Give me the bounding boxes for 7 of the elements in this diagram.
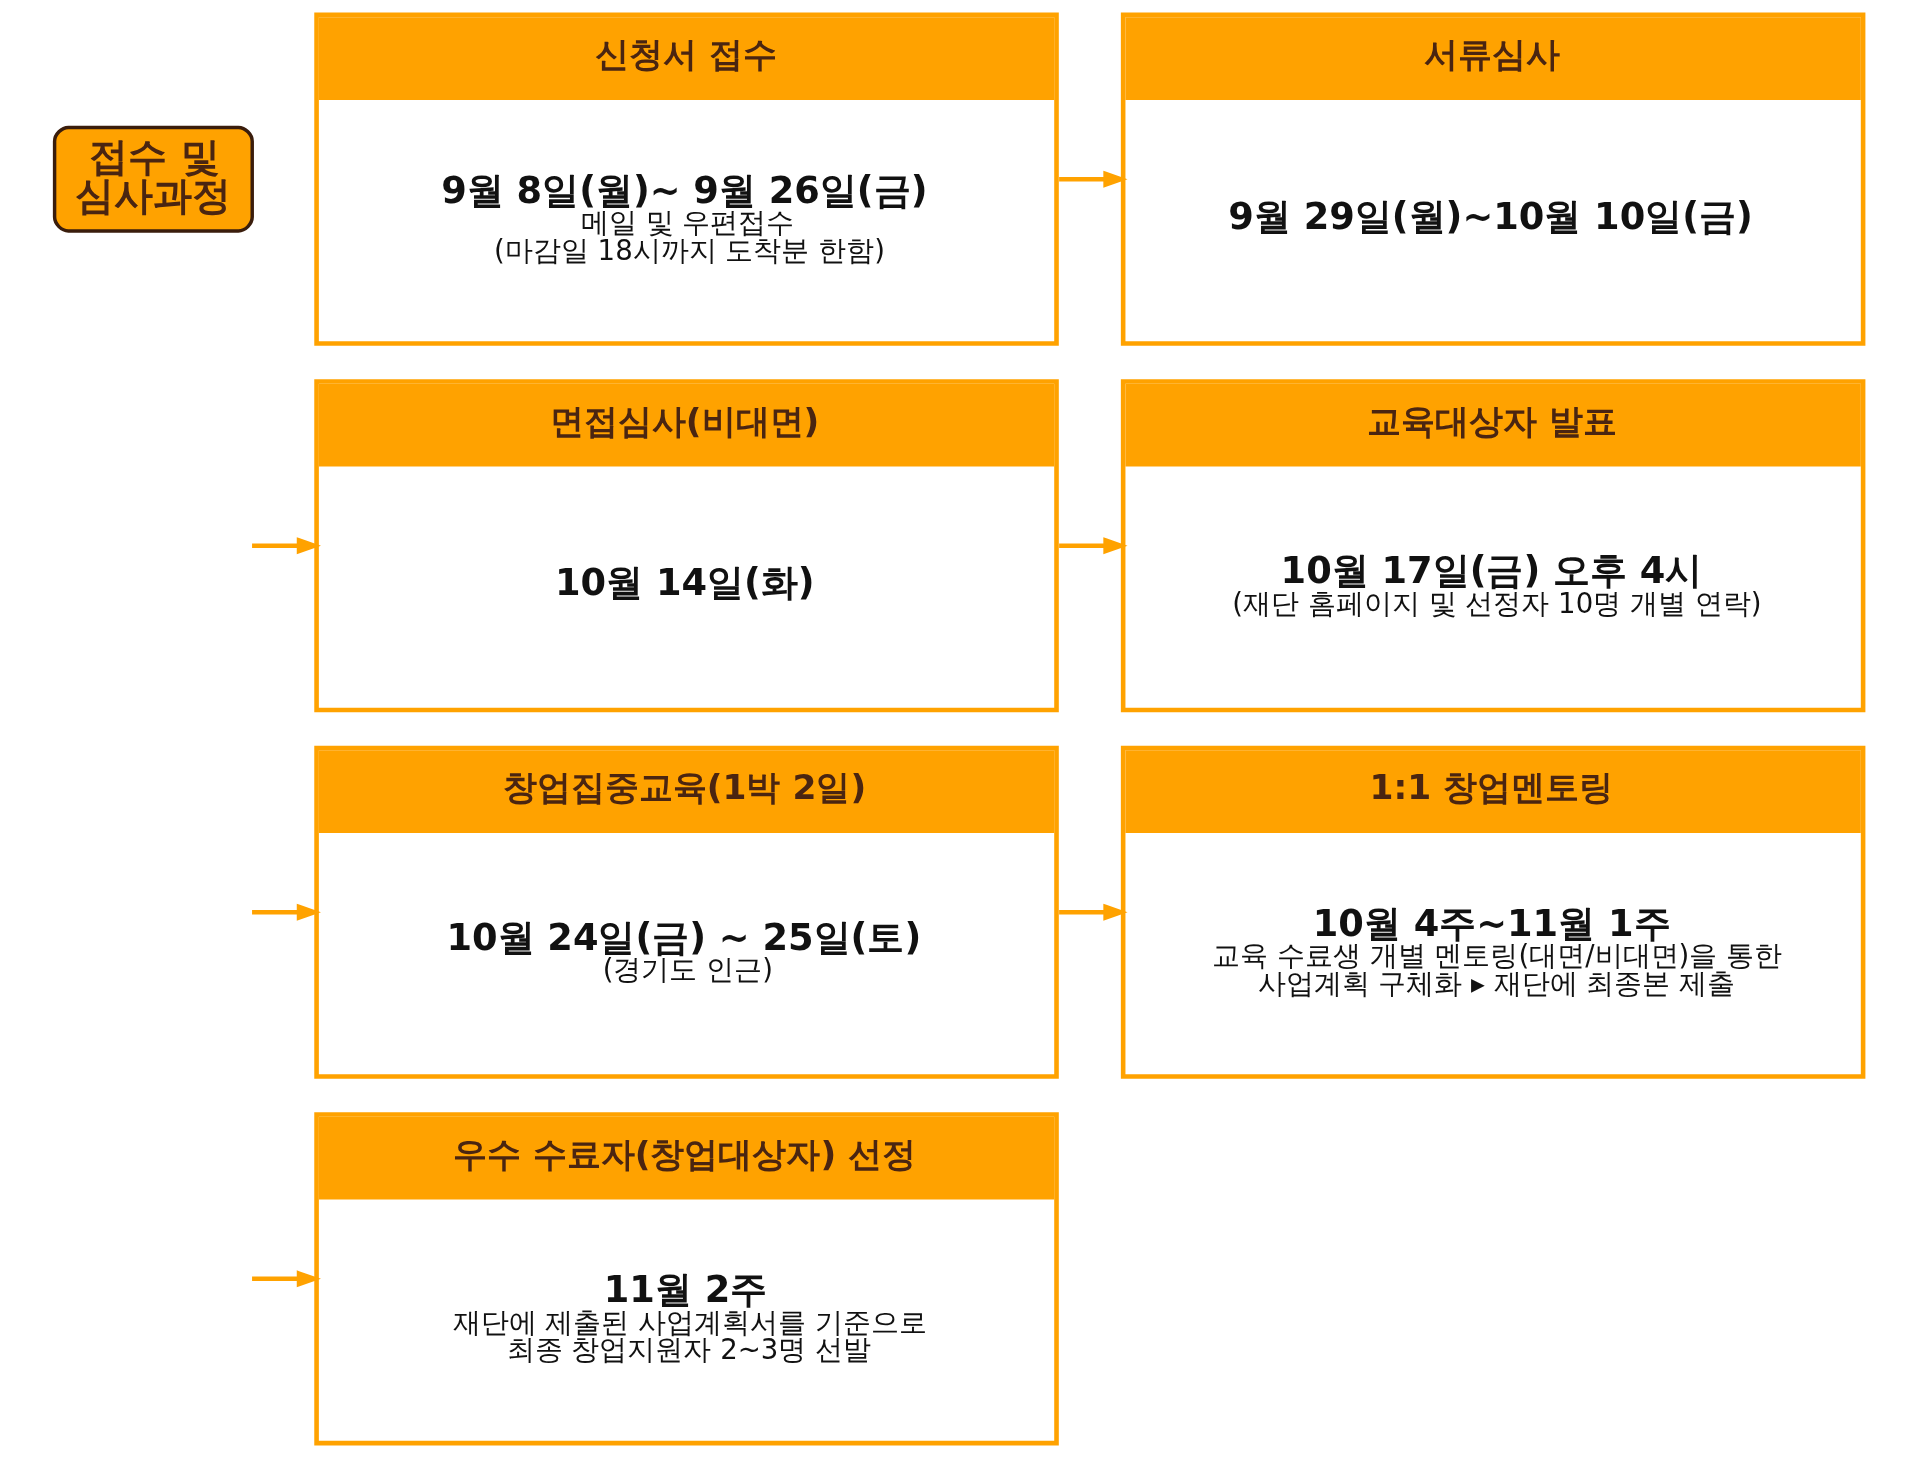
node-box: 접수 및 심사과정 [52,125,254,233]
arrow [1059,903,1128,921]
arrow [252,537,321,555]
arrow [252,1270,321,1288]
arrow [1059,170,1128,188]
arrow [252,903,321,921]
arrow [1059,537,1128,555]
